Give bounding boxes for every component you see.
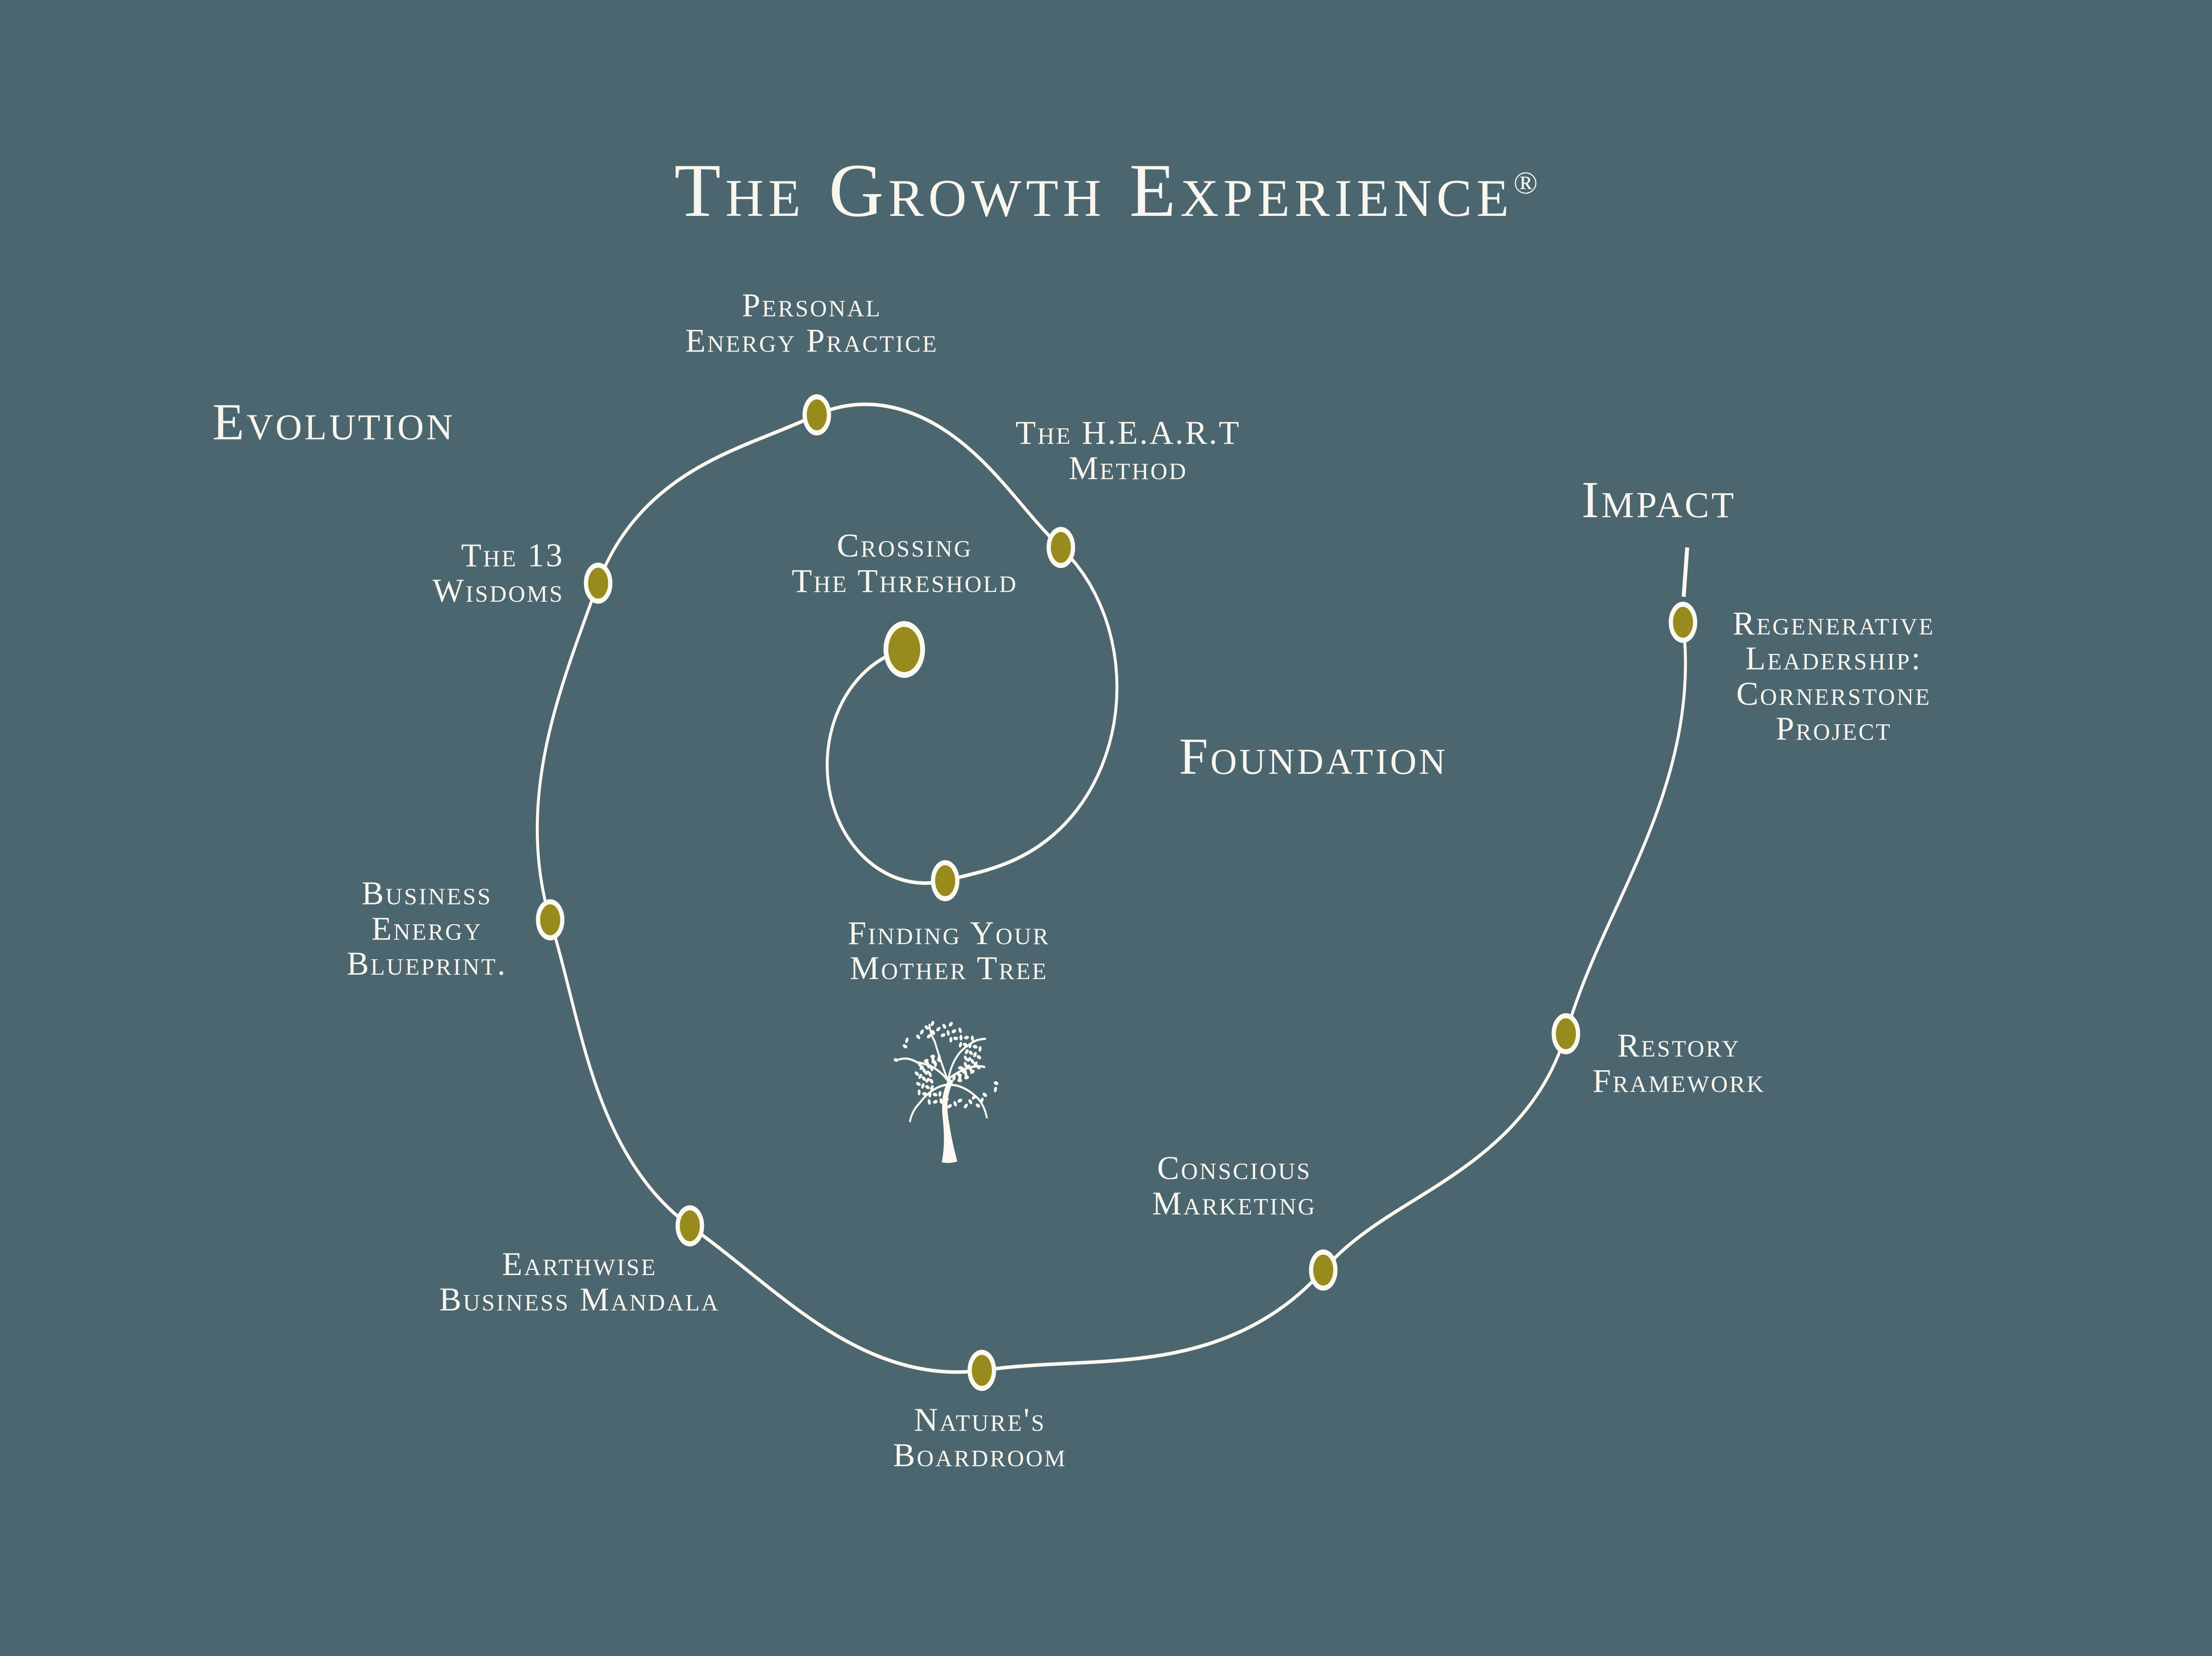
node-label-restory-framework: Restory Framework <box>1593 1028 1766 1099</box>
label-line: Method <box>1068 450 1188 487</box>
node-label-conscious-marketing: Conscious Marketing <box>1152 1151 1316 1221</box>
spiral-path <box>536 402 1687 1374</box>
label-line: Energy Practice <box>685 322 938 359</box>
label-line: The 13 <box>461 537 564 574</box>
stage-label-foundation: Foundation <box>1179 727 1448 785</box>
label-line: The H.E.A.R.T <box>1015 415 1241 452</box>
label-line: Restory <box>1617 1027 1741 1064</box>
node-dot-finding-your-mother-tree <box>931 860 960 902</box>
node-label-personal-energy-practice: Personal Energy Practice <box>685 288 938 358</box>
label-line: Nature's <box>914 1402 1046 1439</box>
node-dot-restory-framework <box>1551 1013 1580 1054</box>
node-dot-conscious-marketing <box>1309 1249 1338 1291</box>
label-line: Crossing <box>837 527 973 565</box>
node-dot-earthwise-business-mandala <box>676 1205 704 1247</box>
stage-label-impact: Impact <box>1582 470 1736 529</box>
label-line: Cornerstone <box>1736 675 1932 712</box>
label-line: The Threshold <box>791 562 1018 599</box>
label-line: Personal <box>741 287 882 324</box>
node-dot-regenerative-leadership-cornerstone-project <box>1669 602 1697 643</box>
label-line: Regenerative <box>1732 605 1935 642</box>
impact-connector-line <box>1682 547 1690 597</box>
page-title-text: The Growth Experience <box>674 149 1514 233</box>
node-dot-crossing-the-threshold <box>883 621 925 678</box>
node-dot-personal-energy-practice <box>803 394 831 436</box>
node-dot-the-heart-method <box>1046 526 1075 568</box>
label-line: Conscious <box>1157 1150 1312 1187</box>
node-dot-the-13-wisdoms <box>584 562 613 604</box>
label-line: Mother Tree <box>850 950 1048 987</box>
node-label-the-heart-method: The H.E.A.R.T Method <box>1016 415 1241 486</box>
node-label-crossing-the-threshold: Crossing The Threshold <box>791 528 1018 599</box>
label-line: Framework <box>1592 1062 1766 1099</box>
label-line: Blueprint. <box>346 945 507 983</box>
node-label-finding-your-mother-tree: Finding Your Mother Tree <box>848 916 1050 986</box>
label-line: Business Mandala <box>439 1281 720 1318</box>
label-line: Wisdoms <box>432 572 564 609</box>
mother-tree-icon <box>893 1021 998 1163</box>
label-line: Leadership: <box>1745 640 1922 677</box>
registered-trademark-icon: ® <box>1513 165 1538 201</box>
label-line: Marketing <box>1152 1185 1317 1222</box>
label-line: Earthwise <box>502 1246 657 1283</box>
node-dot-natures-boardroom <box>968 1349 996 1391</box>
node-label-the-13-wisdoms: The 13 Wisdoms <box>433 538 564 608</box>
label-line: Business <box>361 875 492 912</box>
node-label-earthwise-business-mandala: Earthwise Business Mandala <box>439 1247 720 1317</box>
label-line: Finding Your <box>848 914 1050 952</box>
stage-label-evolution: Evolution <box>212 392 455 451</box>
node-dot-business-energy-blueprint <box>536 899 565 941</box>
node-label-regenerative-leadership-cornerstone-project: Regenerative Leadership: Cornerstone Pro… <box>1732 606 1935 747</box>
node-label-business-energy-blueprint: Business Energy Blueprint. <box>347 876 507 982</box>
label-line: Boardroom <box>893 1437 1067 1474</box>
node-label-natures-boardroom: Nature's Boardroom <box>893 1402 1067 1473</box>
page-title: The Growth Experience® <box>674 147 1538 234</box>
label-line: Energy <box>371 910 483 947</box>
label-line: Project <box>1775 711 1892 748</box>
spiral-dots <box>536 394 1697 1391</box>
